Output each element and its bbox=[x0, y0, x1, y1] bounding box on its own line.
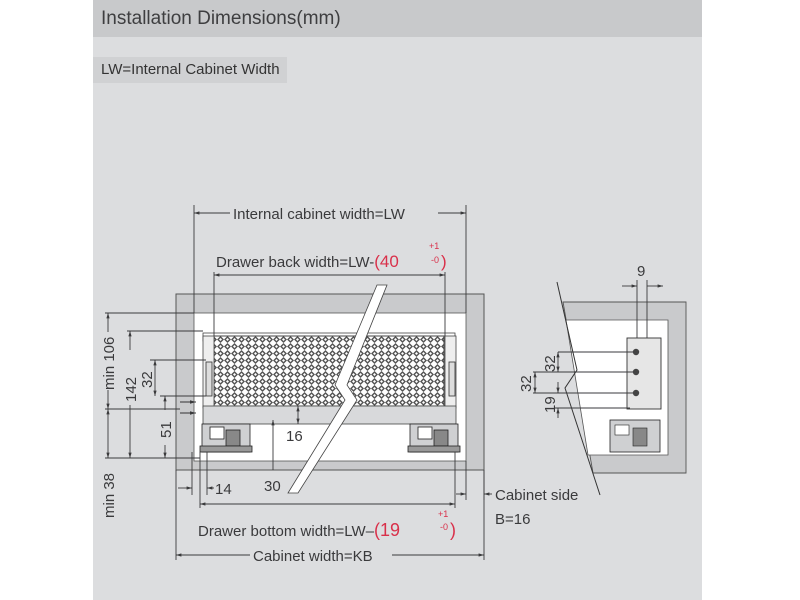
dim-16: 16 bbox=[286, 428, 303, 445]
dim-9: 9 bbox=[637, 263, 645, 280]
right-runner bbox=[407, 423, 461, 453]
drawer-back-close: ) bbox=[441, 252, 447, 271]
dim-32-side-b: 32 bbox=[518, 375, 535, 392]
screw-hole-icon bbox=[632, 389, 640, 397]
side-dimension-lines bbox=[533, 280, 663, 418]
drawer-bottom-tol-minus: -0 bbox=[440, 522, 448, 532]
drawer-bottom-width-label: Drawer bottom width=LW–(19 bbox=[198, 520, 400, 540]
dim-30: 30 bbox=[264, 478, 281, 495]
header-bar: Installation Dimensions(mm) bbox=[93, 0, 702, 37]
drawer-back-width-label: Drawer back width=LW-(40 bbox=[216, 252, 399, 271]
screw-hole-icon bbox=[632, 348, 640, 356]
side-break-line bbox=[556, 281, 601, 496]
drawer-back-tol-minus: -0 bbox=[431, 255, 439, 265]
lw-definition-note: LW=Internal Cabinet Width bbox=[93, 57, 287, 83]
internal-cabinet-width-label: Internal cabinet width=LW bbox=[233, 206, 406, 223]
cabinet-side-thickness-label: B=16 bbox=[495, 511, 530, 528]
drawer-back-mesh bbox=[213, 335, 445, 407]
page-title: Installation Dimensions(mm) bbox=[101, 8, 341, 29]
dim-min38: min 38 bbox=[101, 473, 118, 518]
cabinet-width-label: Cabinet width=KB bbox=[253, 548, 373, 565]
cabinet-side-view bbox=[556, 281, 687, 496]
dimension-labels: Internal cabinet width=LW Drawer back wi… bbox=[101, 202, 645, 565]
dim-14: 14 bbox=[215, 481, 232, 498]
left-runner bbox=[199, 423, 253, 453]
cabinet-front-view bbox=[175, 284, 485, 494]
break-line bbox=[287, 284, 388, 494]
cabinet-side-label: Cabinet side bbox=[495, 487, 578, 504]
drawer-back-tol-plus: +1 bbox=[429, 241, 439, 251]
screw-hole-icon bbox=[632, 368, 640, 376]
dim-51: 51 bbox=[158, 421, 175, 438]
drawer-bottom-close: ) bbox=[450, 520, 456, 540]
drawer-bottom-tol-plus: +1 bbox=[438, 509, 448, 519]
dim-32-side-a: 32 bbox=[542, 355, 559, 372]
dimension-lines bbox=[105, 205, 492, 560]
drawer-bottom bbox=[202, 405, 457, 425]
dim-32-left: 32 bbox=[139, 371, 156, 388]
dim-min106: min 106 bbox=[101, 337, 118, 390]
dim-19: 19 bbox=[542, 396, 559, 413]
dim-142: 142 bbox=[123, 377, 140, 402]
front-fixing-bracket bbox=[626, 337, 662, 410]
